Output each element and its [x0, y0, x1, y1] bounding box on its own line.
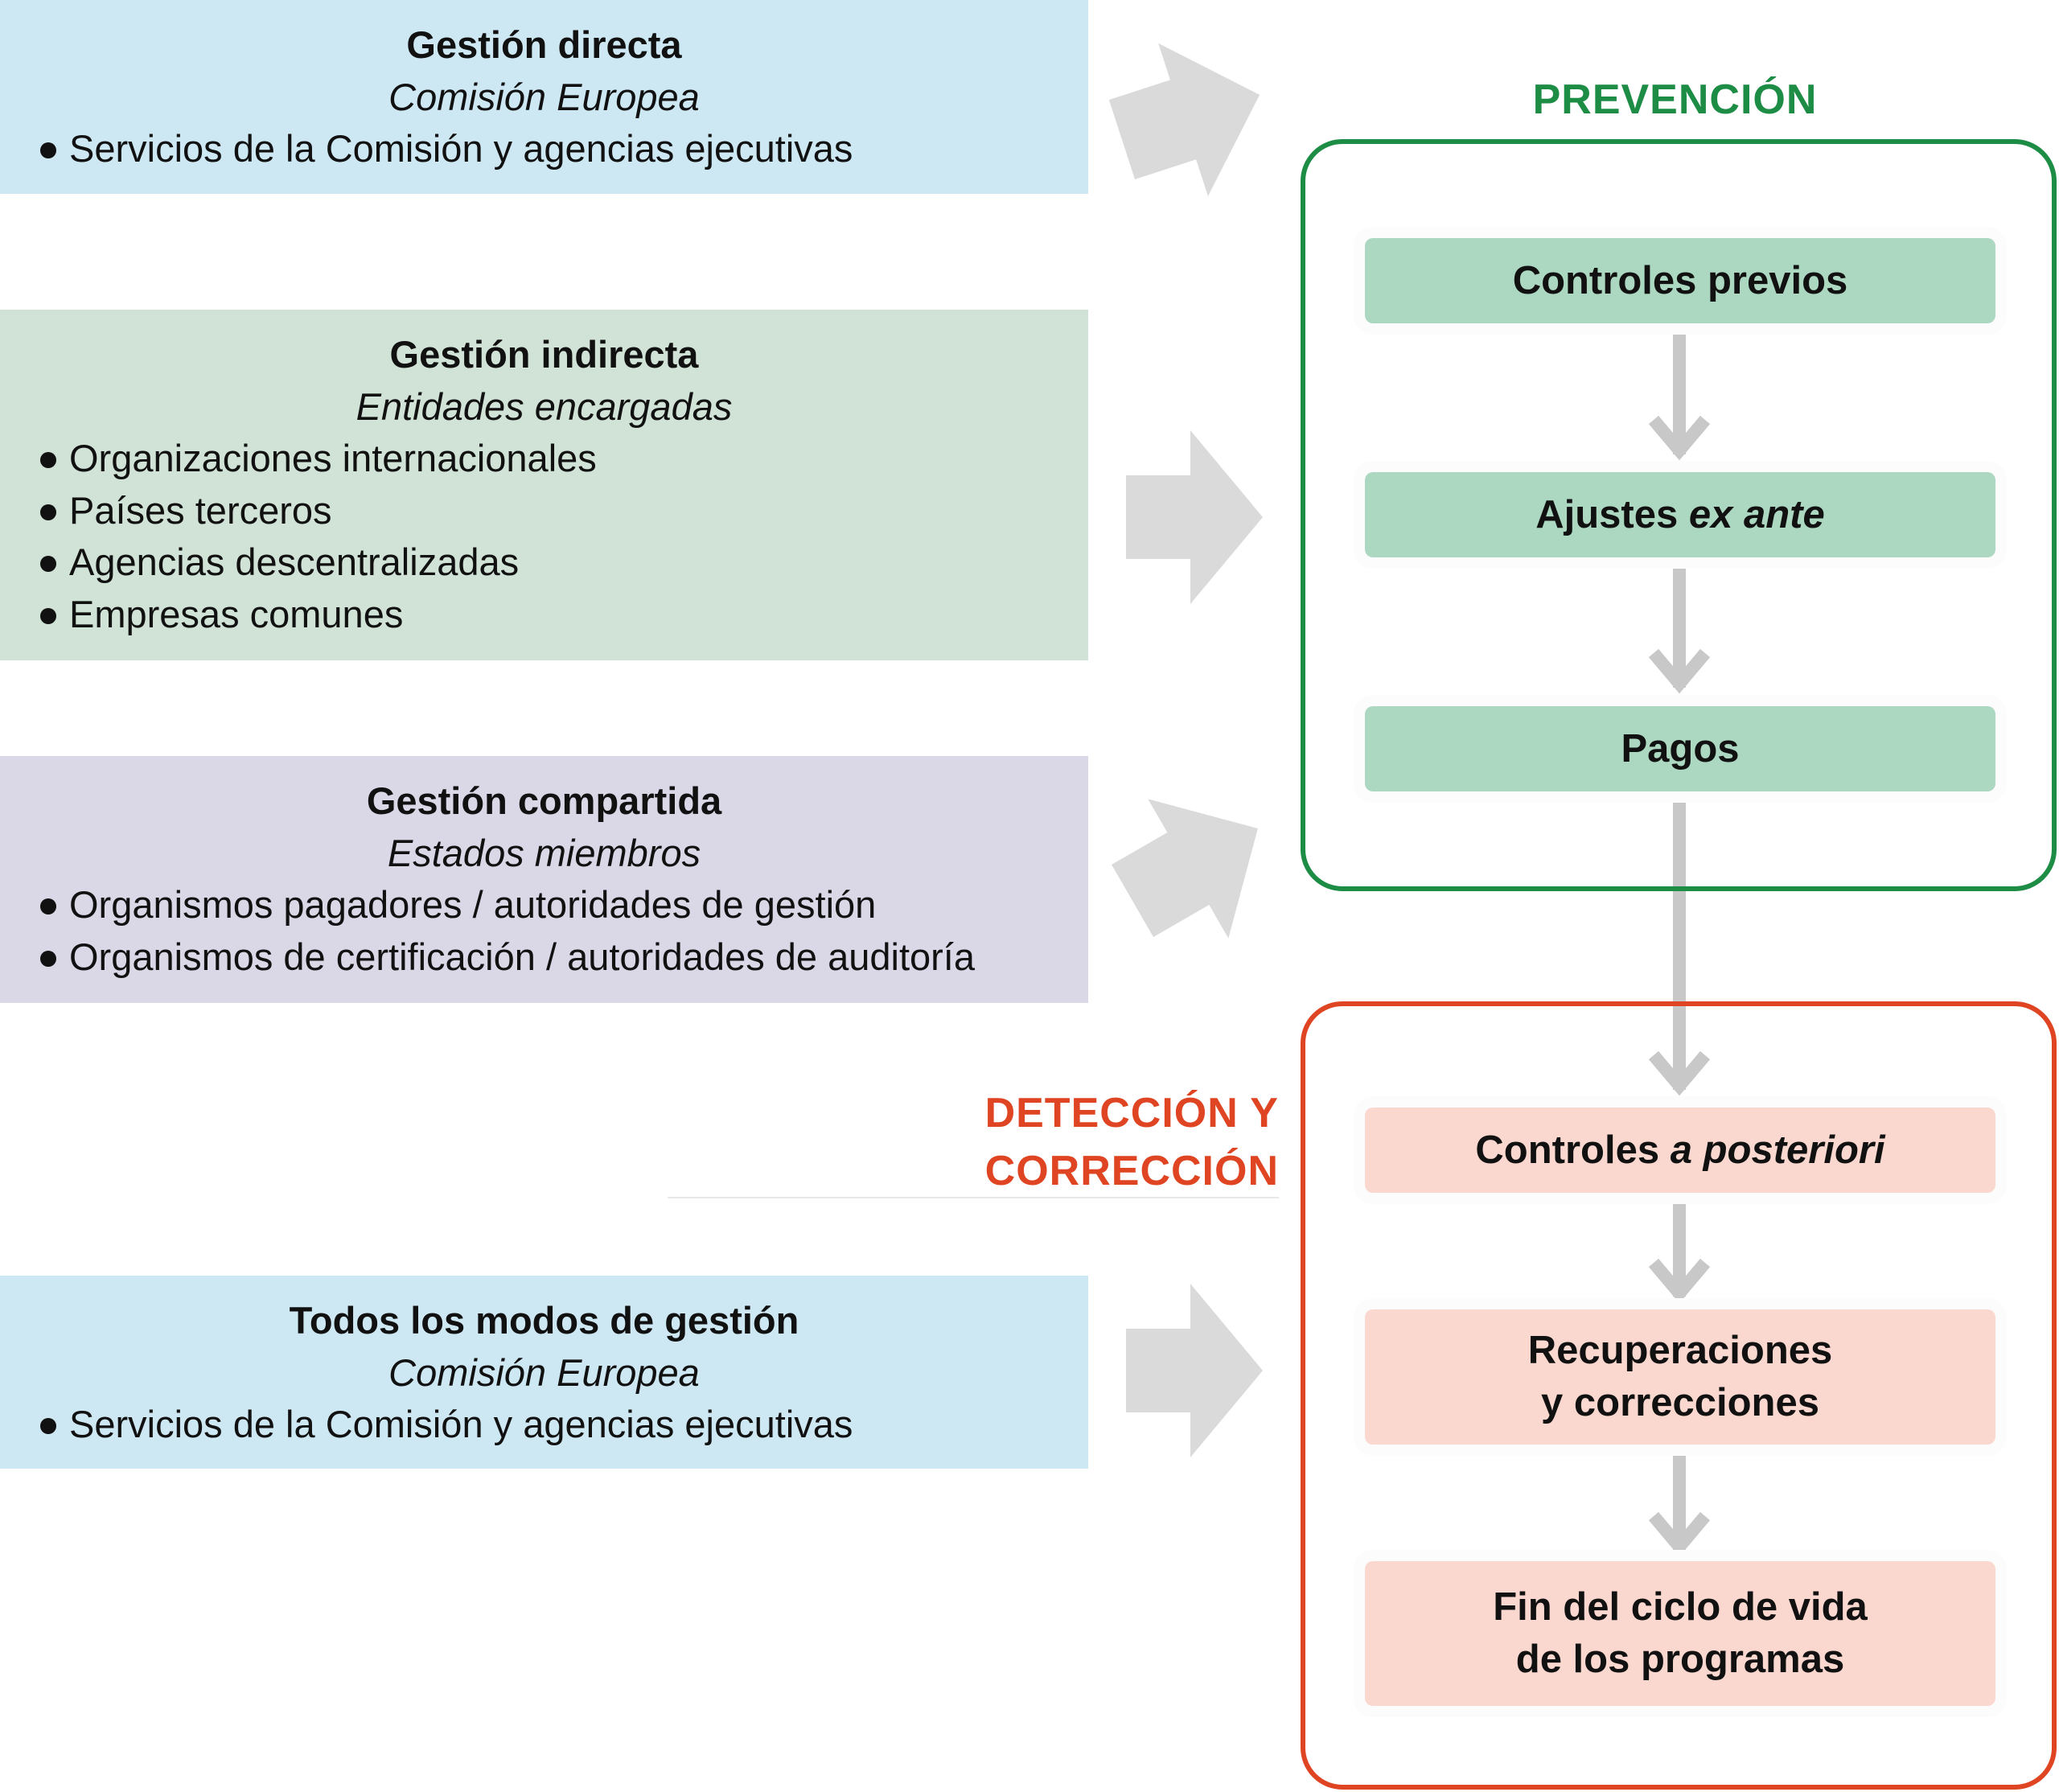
step-label-line: Recuperaciones — [1527, 1329, 1833, 1372]
big-arrow-direct-icon — [1108, 43, 1260, 196]
step-label: Ajustes ex ante — [1535, 489, 1825, 541]
detection-label-line: CORRECCIÓN — [984, 1148, 1279, 1194]
flow-arrow-icon — [1648, 796, 1711, 1096]
step-controles-a-posteriori: Controles a posteriori — [1365, 1108, 1995, 1193]
step-fin-ciclo-de-vida: Fin del ciclo de vida de los programas — [1365, 1561, 1995, 1706]
step-recuperaciones-y-correcciones: Recuperaciones y correcciones — [1365, 1309, 1995, 1445]
step-label: Controles a posteriori — [1475, 1124, 1884, 1177]
detection-label-line: DETECCIÓN Y — [984, 1090, 1279, 1136]
prevention-label: PREVENCIÓN — [1532, 76, 1818, 123]
step-controles-previos: Controles previos — [1365, 238, 1995, 323]
flow-arrow-icon — [1648, 1452, 1711, 1557]
mode-box-shared: Gestión compartida Estados miembros Orga… — [0, 756, 1088, 1003]
step-pagos: Pagos — [1365, 706, 1995, 791]
list-item: Países terceros — [37, 485, 1088, 537]
list-item: Servicios de la Comisión y agencias ejec… — [37, 123, 1088, 175]
mode-subtitle: Estados miembros — [387, 831, 701, 874]
list-item: Organismos pagadores / autoridades de ge… — [37, 879, 1088, 931]
detection-label: DETECCIÓN Y CORRECCIÓN — [925, 1084, 1279, 1200]
list-item: Organismos de certificación / autoridade… — [37, 931, 1088, 984]
mode-title: Gestión compartida — [366, 779, 722, 822]
mode-item-list: Organizaciones internacionales Países te… — [37, 433, 1088, 640]
list-item: Agencias descentralizadas — [37, 536, 1088, 589]
step-label-italic: a posteriori — [1670, 1128, 1885, 1172]
step-label-italic: ex ante — [1688, 492, 1825, 536]
list-item: Servicios de la Comisión y agencias ejec… — [37, 1399, 1088, 1451]
flow-arrow-icon — [1648, 1201, 1711, 1304]
step-ajustes-ex-ante: Ajustes ex ante — [1365, 472, 1995, 557]
mode-item-list: Organismos pagadores / autoridades de ge… — [37, 879, 1088, 983]
mode-box-all-modes: Todos los modos de gestión Comisión Euro… — [0, 1276, 1088, 1469]
big-arrow-all-modes-icon — [1126, 1284, 1263, 1457]
step-label-line: Fin del ciclo de vida — [1493, 1585, 1868, 1629]
divider — [668, 1197, 1279, 1198]
mode-title: Gestión indirecta — [389, 333, 699, 376]
mode-subtitle: Comisión Europea — [388, 75, 700, 118]
mode-subtitle: Comisión Europea — [388, 1350, 700, 1394]
mode-title: Todos los modos de gestión — [289, 1299, 799, 1342]
step-label-text: Ajustes — [1535, 492, 1679, 536]
mode-item-list: Servicios de la Comisión y agencias ejec… — [37, 1399, 1088, 1451]
flow-arrow-icon — [1648, 563, 1711, 694]
flow-arrow-icon — [1648, 330, 1711, 461]
list-item: Empresas comunes — [37, 589, 1088, 641]
mode-item-list: Servicios de la Comisión y agencias ejec… — [37, 123, 1088, 175]
step-label-line: y correcciones — [1541, 1381, 1819, 1424]
mode-title: Gestión directa — [406, 23, 682, 66]
step-label-line: de los programas — [1515, 1638, 1845, 1681]
mode-box-indirect: Gestión indirecta Entidades encargadas O… — [0, 310, 1088, 660]
mode-box-direct: Gestión directa Comisión Europea Servici… — [0, 0, 1088, 194]
step-label-text: Controles — [1475, 1128, 1660, 1172]
big-arrow-indirect-icon — [1126, 430, 1263, 604]
big-arrow-shared-icon — [1112, 799, 1258, 939]
mode-subtitle: Entidades encargadas — [355, 384, 733, 428]
detection-frame — [1301, 1001, 2057, 1790]
list-item: Organizaciones internacionales — [37, 433, 1088, 485]
step-label: Pagos — [1621, 726, 1740, 771]
prevention-frame — [1301, 139, 2057, 891]
step-label: Controles previos — [1512, 258, 1848, 302]
